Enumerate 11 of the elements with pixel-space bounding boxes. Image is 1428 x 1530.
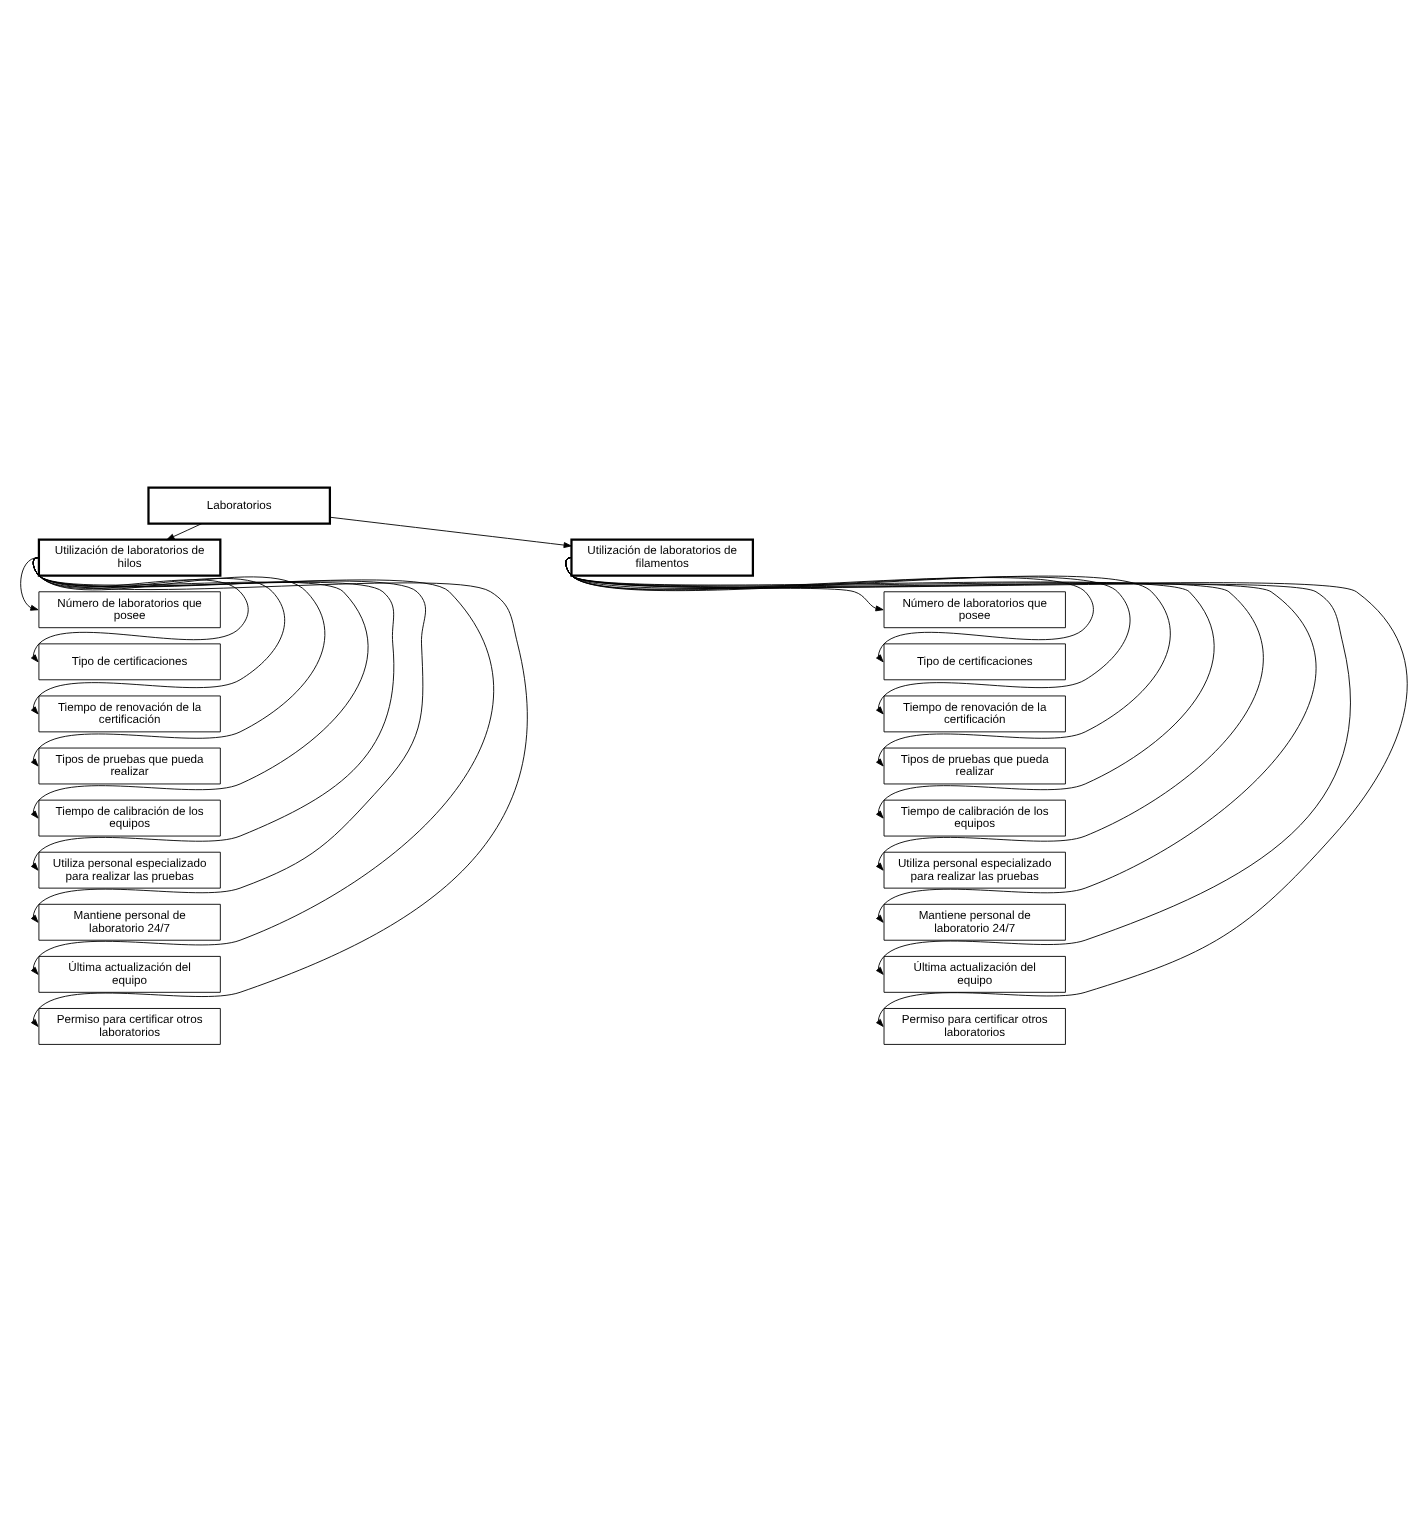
arrow: [565, 556, 1131, 714]
arrow: [30, 556, 528, 1026]
arrow: [565, 556, 1408, 1026]
arrow: [20, 556, 39, 610]
arrow: [565, 556, 1317, 922]
arrow: [565, 556, 1215, 818]
arrow: [565, 556, 1171, 766]
arrow: [329, 515, 572, 548]
arrow: [565, 556, 1264, 870]
arrow: [166, 522, 203, 540]
arrow: [565, 556, 1351, 974]
